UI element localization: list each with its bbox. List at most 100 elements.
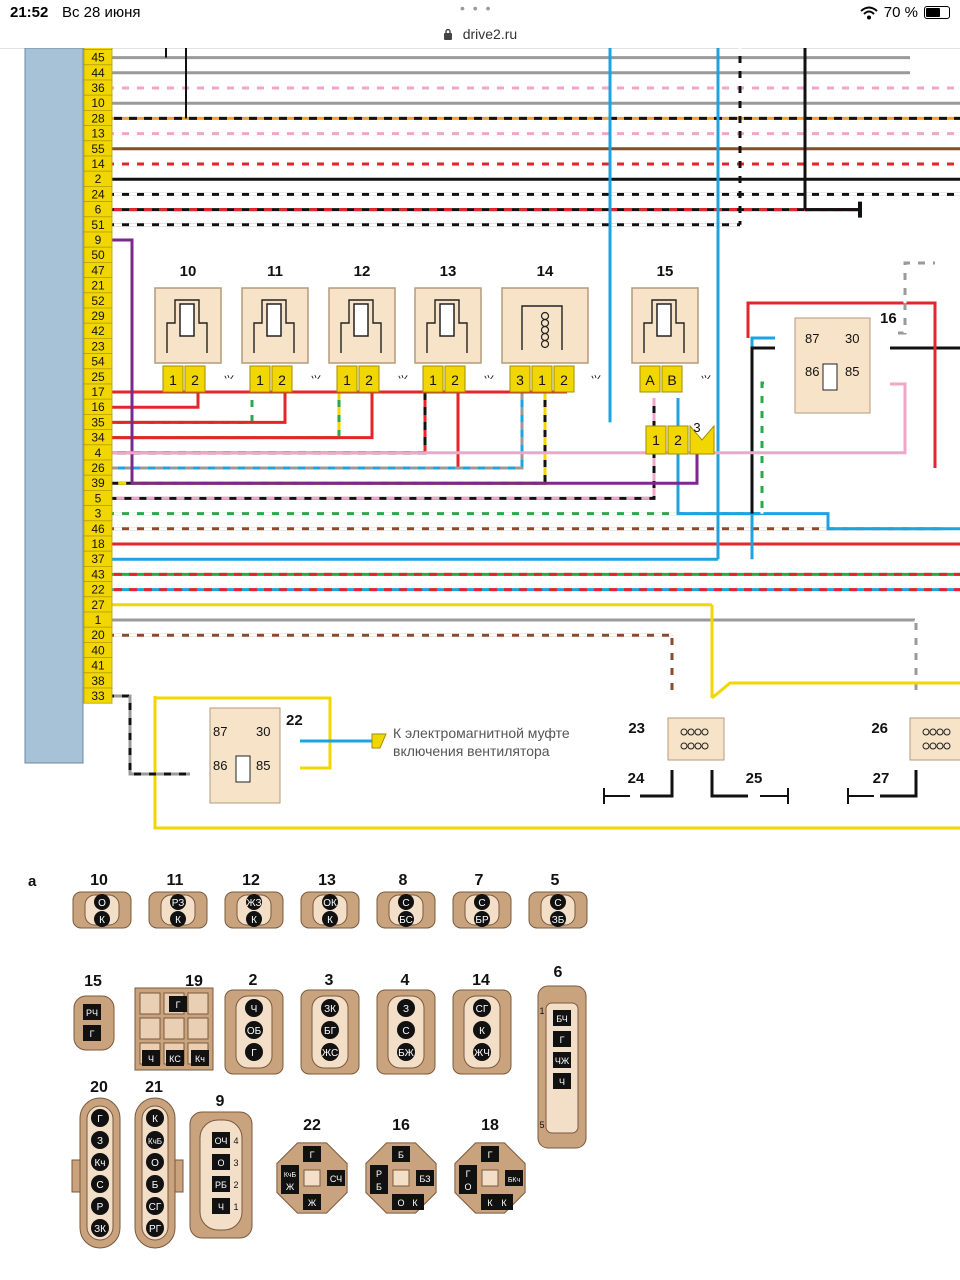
pin-text: С xyxy=(478,898,485,909)
terminal-pin xyxy=(249,365,271,393)
component-label-26: 26 xyxy=(871,720,888,737)
terminal-label: A xyxy=(645,372,655,388)
coil-turn xyxy=(922,728,930,736)
pin-text: Г xyxy=(251,1048,257,1059)
pin-label-22: 22 xyxy=(91,583,105,597)
pin-square xyxy=(212,1132,230,1148)
pin-label-7: 7 xyxy=(95,48,102,49)
pin-label-41: 41 xyxy=(91,659,105,673)
pin-text: О xyxy=(217,1158,224,1168)
terminal-pin xyxy=(639,365,661,393)
coil-turn xyxy=(701,728,709,736)
pin-text: ЗК xyxy=(324,1004,336,1015)
legend-conn-6: 6 xyxy=(554,964,563,981)
pin-badge xyxy=(94,894,110,910)
pin-badge xyxy=(91,1175,109,1193)
pin-square xyxy=(212,1198,230,1214)
component-label-14: 14 xyxy=(537,263,554,280)
pin-label-37: 37 xyxy=(91,552,105,566)
pin-label-18: 18 xyxy=(91,537,105,551)
component-label-25: 25 xyxy=(746,770,763,787)
relay-coil xyxy=(235,755,251,783)
pin-text: ЧЖ xyxy=(555,1056,570,1066)
pin-text: БЖ xyxy=(398,1048,415,1059)
multitask-dots-icon[interactable]: • • • xyxy=(460,0,493,16)
pin-text: З xyxy=(97,1136,103,1147)
pin-badge xyxy=(146,1197,164,1215)
pin-badge xyxy=(170,911,186,927)
wire-drop-8-stripe xyxy=(84,392,524,470)
pin-label-3: 3 xyxy=(95,507,102,521)
pin-text: Ч xyxy=(218,1202,224,1212)
pin-square xyxy=(392,1146,410,1162)
pin-square xyxy=(169,996,187,1012)
pin-square xyxy=(212,1154,230,1170)
annotation-line1: К электромагнитной муфте xyxy=(393,725,570,741)
terminal-pin xyxy=(336,365,358,393)
pin-square xyxy=(166,1050,184,1066)
pin-text: К xyxy=(487,1198,493,1208)
status-right: 70 % xyxy=(860,4,950,21)
pin-label-14: 14 xyxy=(91,157,105,171)
pin-square xyxy=(191,1050,209,1066)
wire-16-red xyxy=(746,301,937,468)
pin-badge xyxy=(322,894,338,910)
pin-text: Р xyxy=(97,1202,104,1213)
pin-text: Кч xyxy=(195,1054,205,1064)
status-date: Вс 28 июня xyxy=(62,4,141,21)
pin-square xyxy=(481,1194,499,1210)
pin-square xyxy=(327,1170,345,1186)
wire-16-black xyxy=(750,346,775,514)
terminal-pin xyxy=(184,365,206,393)
pin-label-28: 28 xyxy=(91,111,105,125)
pin-square xyxy=(83,1004,101,1020)
conn-cell xyxy=(139,1017,161,1040)
terminal-label: 1 xyxy=(256,372,264,388)
ecu-body xyxy=(24,48,84,764)
relay-23-body xyxy=(667,717,725,761)
coil-turn xyxy=(936,742,944,750)
wire-22-ctl xyxy=(84,694,190,776)
ground-mark-icon: ⺍ xyxy=(224,374,235,387)
pin-label-5: 5 xyxy=(95,491,102,505)
pin-text: СГ xyxy=(476,1004,489,1015)
pin-text: ЗК xyxy=(94,1224,106,1235)
address-bar[interactable]: drive2.ru xyxy=(0,22,960,49)
relay-frame xyxy=(340,299,382,353)
coil-frame xyxy=(521,305,563,350)
terminal-pin xyxy=(667,425,689,455)
legend-conn-9: 9 xyxy=(216,1093,225,1110)
pin-badge xyxy=(245,1021,263,1039)
pin-text: БКч xyxy=(508,1177,521,1184)
terminal-pin xyxy=(358,365,380,393)
pin-text: К xyxy=(99,915,105,926)
pin-badge xyxy=(398,894,414,910)
connector-fan-clutch xyxy=(371,733,387,749)
pin-text: С xyxy=(96,1180,103,1191)
ecu-connector-block: 1130745443610281355142246519504721522942… xyxy=(24,48,113,764)
conn-center xyxy=(303,1169,321,1187)
pin-text: ЗБ xyxy=(552,915,565,926)
ground-mark-icon: ⺍ xyxy=(484,374,495,387)
terminal-pin xyxy=(531,365,553,393)
pin-label-40: 40 xyxy=(91,643,105,657)
pin-label-46: 46 xyxy=(91,522,105,536)
pin-label-33: 33 xyxy=(91,689,105,703)
pin-label-10: 10 xyxy=(91,96,105,110)
pin-text: С xyxy=(402,1026,409,1037)
pin-label-4: 4 xyxy=(95,446,102,460)
conn-mark: 3 xyxy=(233,1158,238,1168)
pin-square xyxy=(370,1165,388,1181)
coil-turn xyxy=(936,728,944,736)
terminal-label: 1 xyxy=(538,372,546,388)
pin-badge xyxy=(91,1153,109,1171)
pin-badge xyxy=(91,1109,109,1127)
pin-text: КчБ xyxy=(148,1137,162,1146)
pin-label-9: 9 xyxy=(95,233,102,247)
coil-turn xyxy=(687,742,695,750)
relay-coil xyxy=(439,303,455,337)
coil-turn xyxy=(701,742,709,750)
legend-conn-11: 11 xyxy=(167,872,184,889)
wire-15b xyxy=(676,398,960,531)
